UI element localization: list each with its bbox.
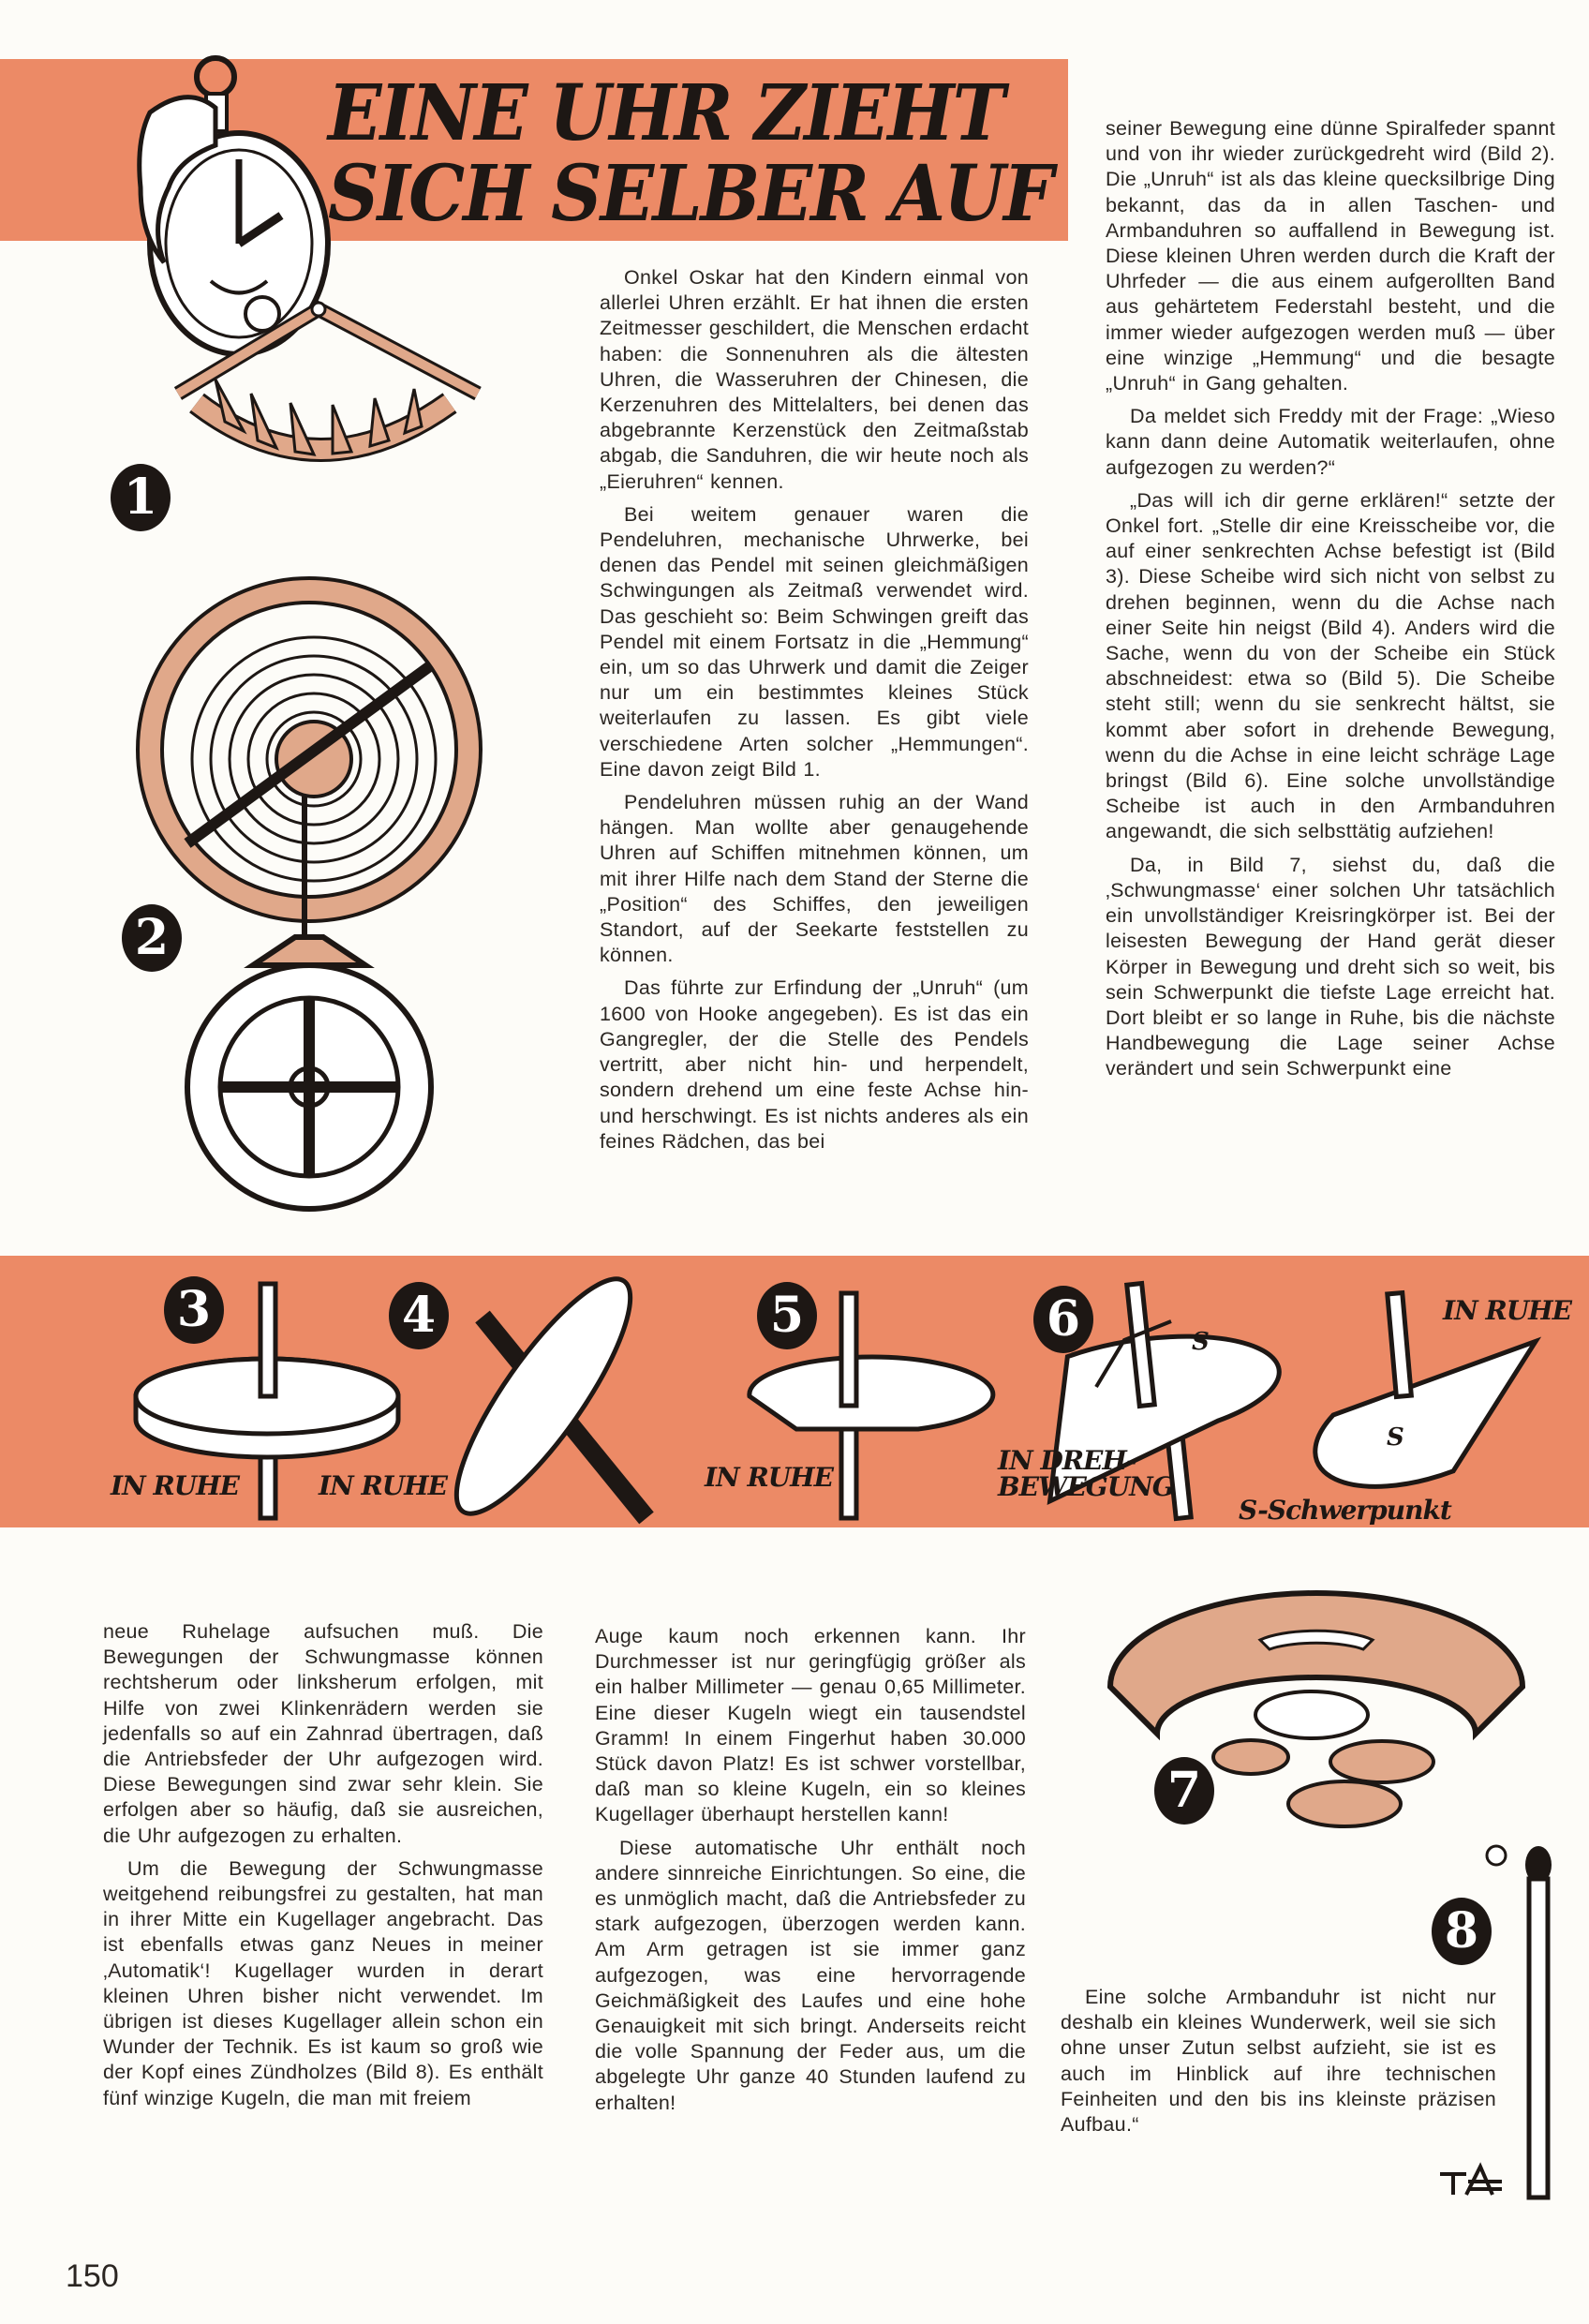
rotor-illustration bbox=[1106, 1590, 1526, 1828]
s-marker-fig6: S bbox=[1192, 1328, 1210, 1356]
paragraph: Diese automatische Uhr enthält noch ande… bbox=[595, 1836, 1026, 2114]
label-fig6: IN DREH- BEWEGUNG bbox=[998, 1445, 1175, 1502]
label-fig5: IN RUHE bbox=[705, 1462, 834, 1493]
s-marker-last: S bbox=[1387, 1423, 1404, 1452]
article-column-bottom-middle: Auge kaum noch erkennen kann. Ihr Durchm… bbox=[595, 1624, 1026, 2123]
label-fig6-line-2: BEWEGUNG bbox=[998, 1471, 1175, 1502]
figure-number-6: 6 bbox=[1033, 1286, 1093, 1353]
label-last-fig: IN RUHE bbox=[1443, 1295, 1572, 1326]
title-line-1: EINE UHR ZIEHT bbox=[328, 68, 1005, 158]
paragraph: Bei weitem genauer waren die Pendeluhren… bbox=[600, 502, 1029, 781]
figure-number-3: 3 bbox=[164, 1276, 224, 1344]
figure-number-7: 7 bbox=[1154, 1757, 1214, 1825]
label-fig3: IN RUHE bbox=[111, 1470, 240, 1501]
label-fig6-line-1: IN DREH- bbox=[998, 1445, 1136, 1476]
label-fig4: IN RUHE bbox=[319, 1470, 448, 1501]
paragraph: Onkel Oskar hat den Kindern einmal von a… bbox=[600, 266, 1029, 493]
disc-figures-illustration bbox=[133, 1276, 1542, 1525]
article-column-top-right: seiner Bewegung eine dünne Spiralfeder s… bbox=[1106, 116, 1555, 1090]
figure-number-2: 2 bbox=[122, 904, 182, 972]
paragraph: Pendeluhren müssen ruhig an der Wand hän… bbox=[600, 791, 1029, 967]
article-column-top-middle: Onkel Oskar hat den Kindern einmal von a… bbox=[600, 265, 1029, 1162]
page-number: 150 bbox=[66, 2258, 119, 2294]
paragraph: seiner Bewegung eine dünne Spiralfeder s… bbox=[1106, 117, 1555, 395]
paragraph: Da, in Bild 7, siehst du, daß die ‚Schwu… bbox=[1106, 853, 1555, 1080]
article-column-bottom-left: neue Ruhelage aufsuchen muß. Die Bewegun… bbox=[103, 1619, 543, 2119]
escapement-illustration bbox=[173, 300, 482, 462]
match-illustration bbox=[1485, 1844, 1552, 2200]
figure-number-1: 1 bbox=[111, 464, 171, 531]
figure-number-8: 8 bbox=[1432, 1898, 1492, 1965]
paragraph: Das führte zur Erfindung der „Unruh“ (um… bbox=[600, 976, 1029, 1153]
paragraph: Eine solche Armbanduhr ist nicht nur des… bbox=[1061, 1986, 1496, 2137]
paragraph: Da meldet sich Freddy mit der Frage: „Wi… bbox=[1106, 405, 1555, 479]
figure-number-4: 4 bbox=[389, 1282, 449, 1349]
pocket-watch-illustration bbox=[137, 55, 331, 357]
legend-schwerpunkt: S-Schwerpunkt bbox=[1239, 1495, 1452, 1526]
article-column-bottom-right: Eine solche Armbanduhr ist nicht nur des… bbox=[1061, 1985, 1496, 2145]
paragraph: „Das will ich dir gerne erklären!“ setzt… bbox=[1106, 488, 1555, 843]
figure-number-5: 5 bbox=[757, 1282, 817, 1349]
paragraph: Auge kaum noch erkennen kann. Ihr Durchm… bbox=[595, 1625, 1026, 1826]
artist-signature bbox=[1440, 2162, 1502, 2196]
page-title: EINE UHR ZIEHT SICH SELBER AUF bbox=[328, 68, 1054, 239]
paragraph: Um die Bewegung der Schwungmasse weitgeh… bbox=[103, 1856, 543, 2109]
paragraph: neue Ruhelage aufsuchen muß. Die Bewegun… bbox=[103, 1620, 543, 1847]
title-line-2: SICH SELBER AUF bbox=[328, 149, 1054, 239]
balance-wheel-illustration bbox=[136, 576, 483, 1212]
